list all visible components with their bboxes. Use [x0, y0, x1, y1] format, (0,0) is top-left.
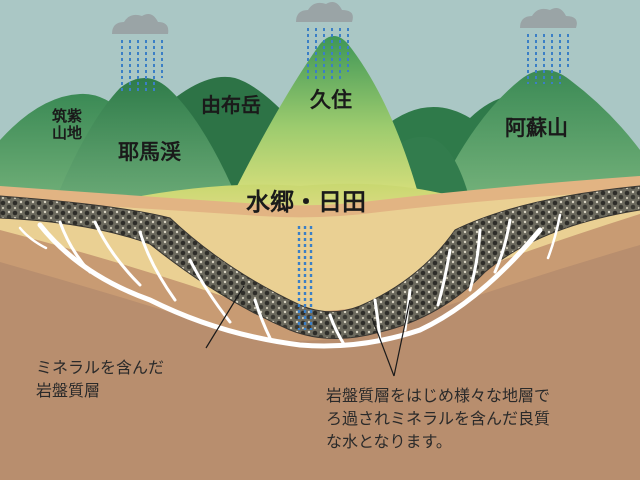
note-mineral-rock: ミネラルを含んだ 岩盤質層 — [36, 356, 164, 402]
label-kuju: 久住 — [310, 88, 352, 112]
label-suigo-hita: 水郷・日田 — [246, 188, 366, 216]
label-chikushi: 筑紫 山地 — [52, 108, 82, 143]
label-yufudake: 由布岳 — [201, 94, 261, 117]
label-aso: 阿蘇山 — [505, 116, 568, 140]
note-filtered-water: 岩盤質層をはじめ様々な地層で ろ過されミネラルを含んだ良質 な水となります。 — [326, 384, 550, 453]
label-yabakei: 耶馬渓 — [118, 140, 181, 164]
